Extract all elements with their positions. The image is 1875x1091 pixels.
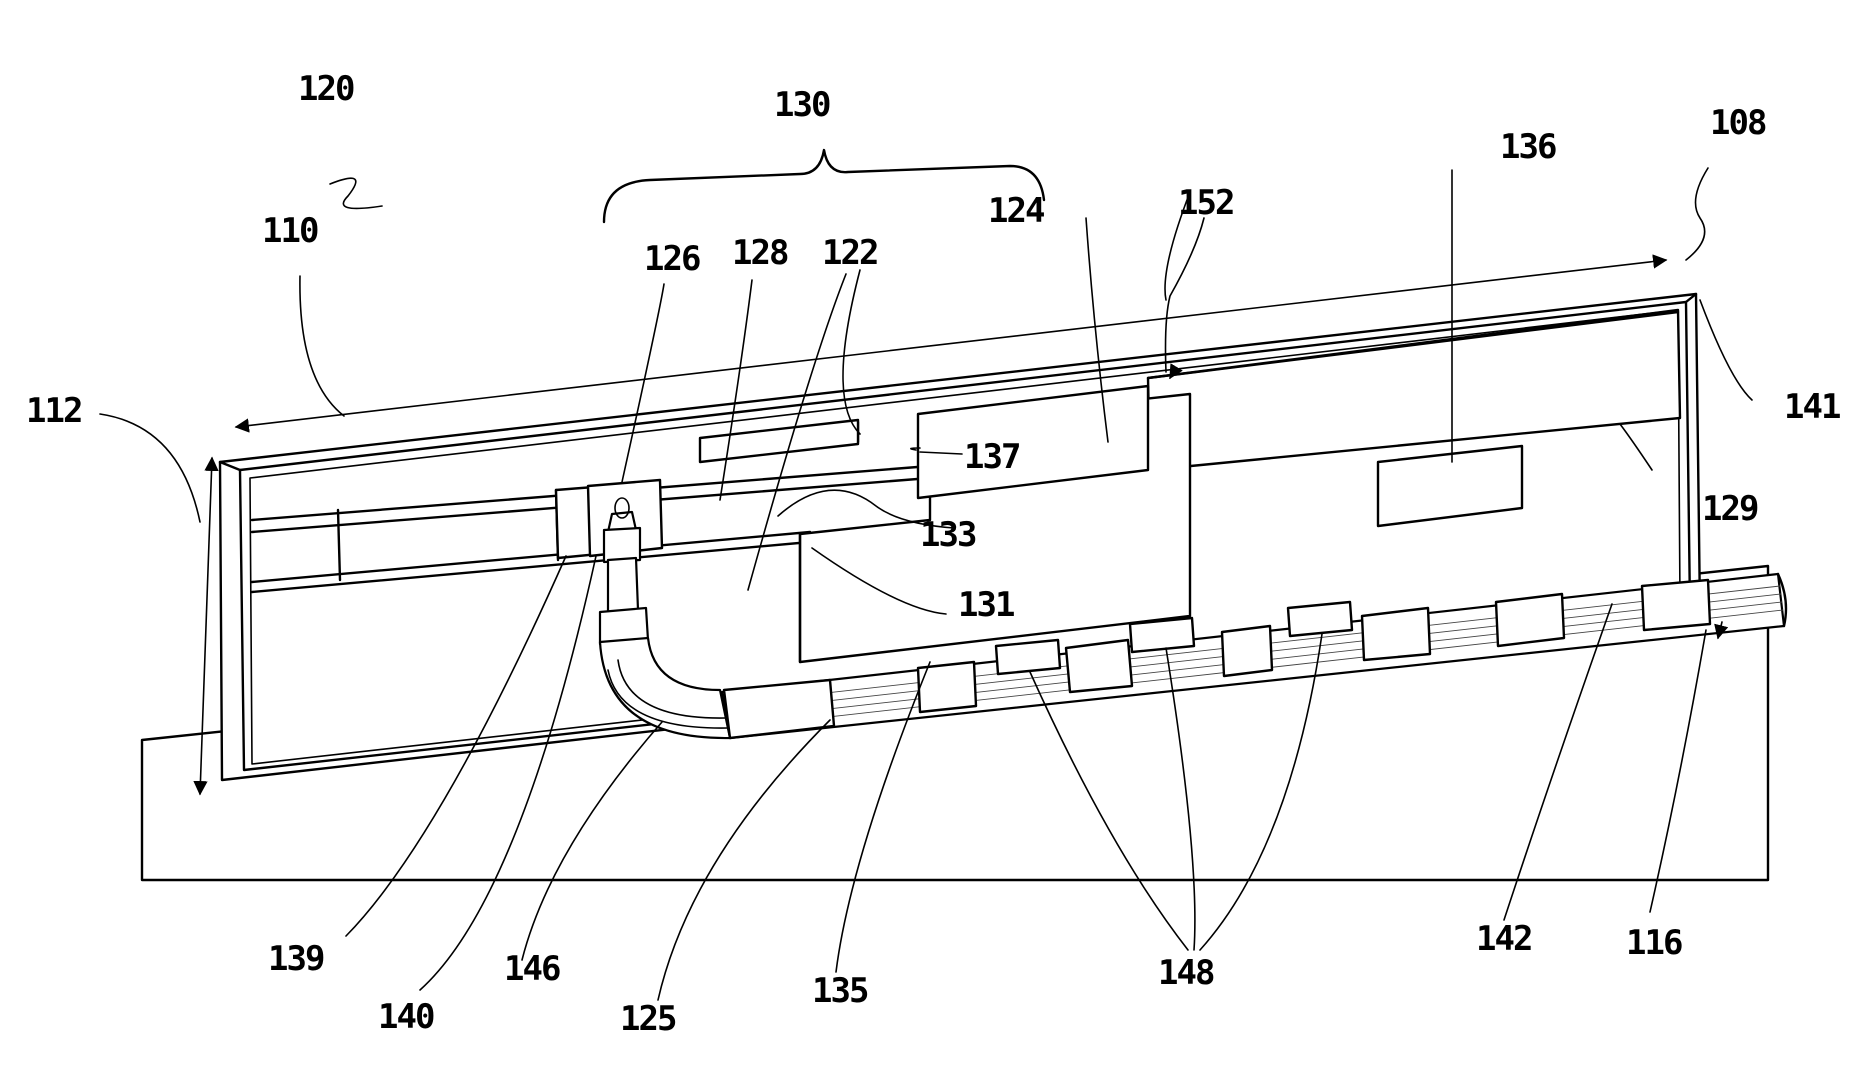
label-136: 136 [1500, 127, 1556, 167]
label-142: 142 [1476, 919, 1531, 959]
label-137: 137 [964, 437, 1019, 477]
label-128: 128 [732, 233, 788, 273]
label-130: 130 [774, 85, 830, 125]
label-112: 112 [26, 391, 81, 431]
label-139: 139 [268, 939, 324, 979]
label-148: 148 [1158, 953, 1214, 993]
label-122: 122 [822, 233, 877, 273]
label-124: 124 [988, 191, 1044, 231]
label-125: 125 [620, 999, 676, 1039]
label-126: 126 [644, 239, 700, 279]
label-133: 133 [920, 515, 976, 555]
label-135: 135 [812, 971, 868, 1011]
label-131: 131 [958, 585, 1014, 625]
label-146: 146 [504, 949, 560, 989]
label-116: 116 [1626, 923, 1682, 963]
label-110: 110 [262, 211, 318, 251]
bracket-130 [604, 150, 1044, 222]
label-141: 141 [1784, 387, 1840, 427]
label-140: 140 [378, 997, 434, 1037]
label-129: 129 [1702, 489, 1758, 529]
label-152: 152 [1178, 183, 1233, 223]
label-108: 108 [1710, 103, 1766, 143]
label-120: 120 [298, 69, 354, 109]
